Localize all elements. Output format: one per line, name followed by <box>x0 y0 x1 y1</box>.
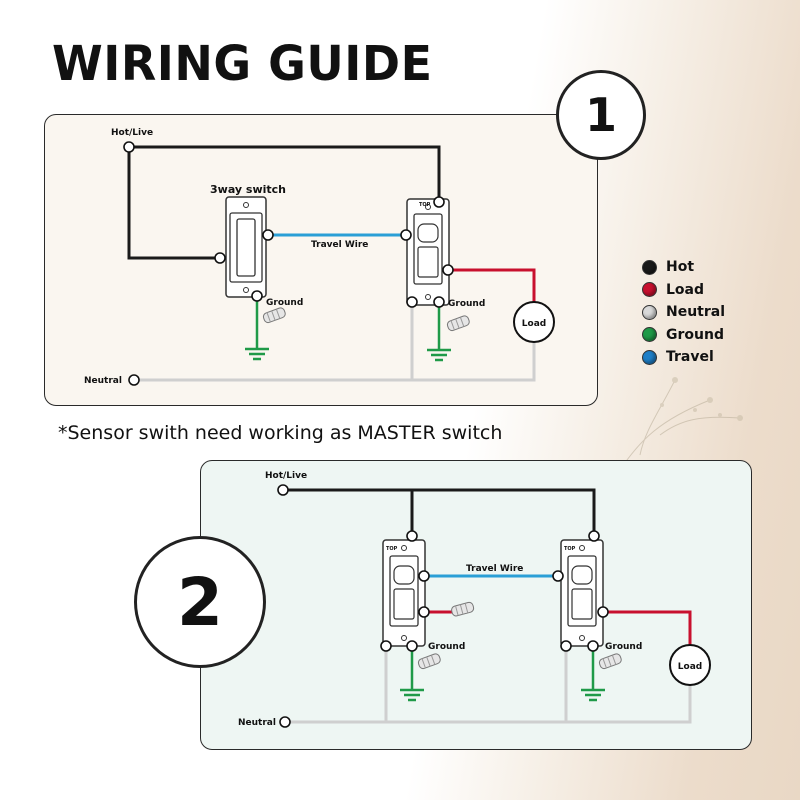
hot-wire <box>283 488 596 536</box>
terminal <box>406 530 418 542</box>
terminal <box>433 296 445 308</box>
terminal <box>406 296 418 308</box>
terminal <box>251 290 263 302</box>
ground-label: Ground <box>605 642 642 652</box>
wire-nut-icon <box>417 653 441 670</box>
wire-color-legend: Hot Load Neutral Ground Travel <box>642 256 725 369</box>
terminal <box>123 141 135 153</box>
terminal <box>552 570 564 582</box>
wire-nut-icon <box>451 601 475 617</box>
wire-nut-icon <box>446 315 470 332</box>
ground-label: Ground <box>428 642 465 652</box>
hot-wire <box>127 147 220 260</box>
neutral-wire <box>285 685 692 724</box>
load-label: Load <box>522 319 546 329</box>
terminal <box>400 229 412 241</box>
sensor-switch-icon <box>406 198 450 306</box>
wire-nut-icon <box>262 307 286 324</box>
diagram-2-panel <box>200 460 752 750</box>
ground-symbol <box>427 348 451 362</box>
terminal <box>442 264 454 276</box>
terminal <box>418 606 430 618</box>
terminal <box>214 252 226 264</box>
load-label: Load <box>678 662 702 672</box>
three-way-switch-icon <box>225 196 267 298</box>
terminal <box>560 640 572 652</box>
load-wire <box>448 268 536 302</box>
ground-dot-icon <box>642 327 657 343</box>
legend-item-travel: Travel <box>642 346 725 369</box>
travel-wire-label: Travel Wire <box>466 564 523 574</box>
neutral-label: Neutral <box>238 718 276 728</box>
terminal <box>380 640 392 652</box>
step-1-badge: 1 <box>556 70 646 160</box>
load-dot-icon <box>642 282 657 298</box>
hot-live-label: Hot/Live <box>265 471 307 481</box>
master-switch-note: *Sensor swith need working as MASTER swi… <box>58 422 503 444</box>
sensor-switch-icon <box>560 539 604 647</box>
terminal <box>279 716 291 728</box>
ground-label: Ground <box>266 298 303 308</box>
hot-wire <box>129 145 441 202</box>
travel-wire-label: Travel Wire <box>311 240 368 250</box>
wire-nut-icon <box>598 653 622 670</box>
legend-item-hot: Hot <box>642 256 725 279</box>
ground-symbol <box>581 688 605 702</box>
ground-symbol <box>400 688 424 702</box>
terminal <box>406 640 418 652</box>
sensor-top-label: TOP <box>419 202 431 208</box>
ground-label: Ground <box>448 299 485 309</box>
terminal <box>433 196 445 208</box>
legend-item-load: Load <box>642 279 725 302</box>
diagram-1-wiring: TOP Load Hot/Live 3way switch Travel Wir… <box>84 128 555 386</box>
load-wire <box>603 610 692 645</box>
sensor-switch-icon <box>382 539 426 647</box>
load-symbol <box>513 301 555 343</box>
diagram-2-wiring: TOP TOP Load Hot/Live Travel Wire Ground… <box>238 471 711 728</box>
hot-live-label: Hot/Live <box>111 128 153 138</box>
travel-dot-icon <box>642 349 657 365</box>
page-title: WIRING GUIDE <box>52 34 433 92</box>
terminal <box>128 374 140 386</box>
terminal <box>277 484 289 496</box>
legend-item-ground: Ground <box>642 324 725 347</box>
ground-symbol <box>245 347 269 361</box>
sensor-top-label: TOP <box>386 546 398 552</box>
load-symbol <box>669 644 711 686</box>
step-2-badge: 2 <box>134 536 266 668</box>
terminal <box>418 570 430 582</box>
neutral-wire <box>134 322 536 382</box>
terminal <box>262 229 274 241</box>
terminal <box>597 606 609 618</box>
legend-item-neutral: Neutral <box>642 301 725 324</box>
three-way-switch-label: 3way switch <box>210 183 286 196</box>
terminal <box>587 640 599 652</box>
sensor-top-label: TOP <box>564 546 576 552</box>
terminal <box>588 530 600 542</box>
diagram-1-panel <box>44 114 598 406</box>
hot-dot-icon <box>642 259 657 275</box>
neutral-label: Neutral <box>84 376 122 386</box>
neutral-dot-icon <box>642 304 657 320</box>
